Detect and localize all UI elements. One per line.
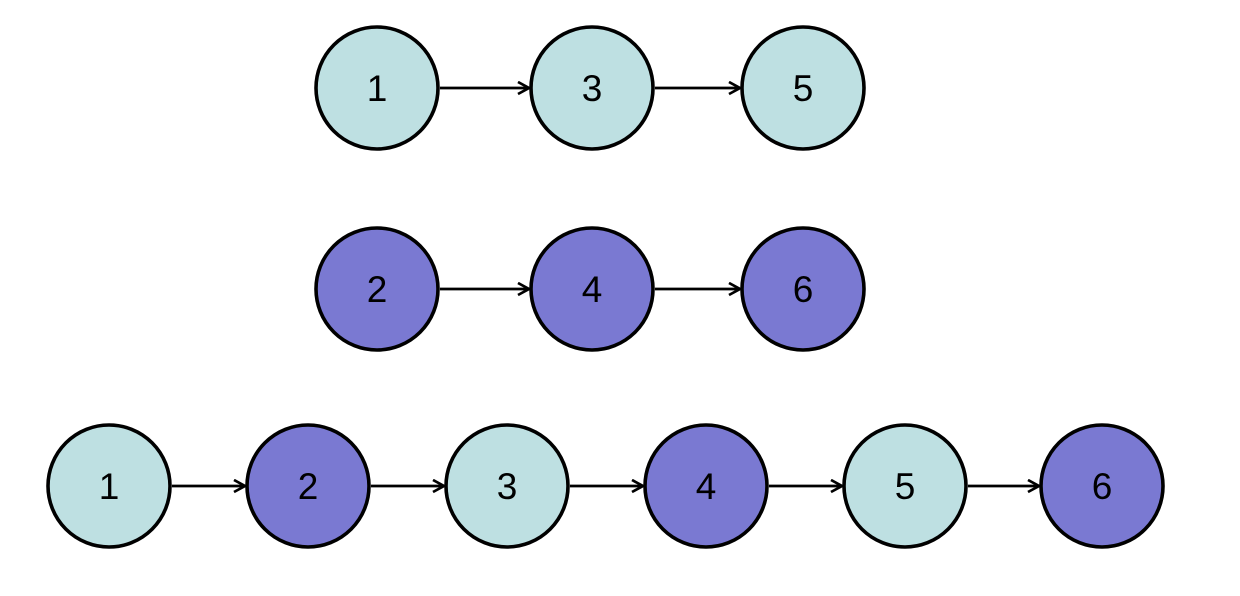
- merged-list-node-3: [444, 423, 570, 549]
- merged-list-node-1: [46, 423, 172, 549]
- odd-list-node-label-1: 1: [367, 68, 388, 109]
- odd-list-group: 1 3 5: [314, 25, 866, 151]
- even-list-node-label-6: 6: [793, 269, 814, 310]
- even-list-node-4: [529, 226, 655, 352]
- odd-list-node-5: [740, 25, 866, 151]
- merged-list-node-4: [643, 423, 769, 549]
- even-list-node-label-4: 4: [582, 269, 603, 310]
- merged-list-node-2: [245, 423, 371, 549]
- merged-list-node-label-3: 3: [497, 466, 518, 507]
- even-list-node-6: [740, 226, 866, 352]
- merged-list-group: 1 2 3 4 5 6: [46, 423, 1165, 549]
- even-list-group: 2 4 6: [314, 226, 866, 352]
- merged-list-node-label-5: 5: [895, 466, 916, 507]
- merged-list-node-label-1: 1: [99, 466, 120, 507]
- merged-list-node-5: [842, 423, 968, 549]
- even-list-node-2: [314, 226, 440, 352]
- even-list-node-label-2: 2: [367, 269, 388, 310]
- odd-list-node-1: [314, 25, 440, 151]
- merged-list-node-label-4: 4: [696, 466, 717, 507]
- merged-list-node-label-2: 2: [298, 466, 319, 507]
- odd-list-node-3: [529, 25, 655, 151]
- merged-list-node-label-6: 6: [1092, 466, 1113, 507]
- odd-list-node-label-5: 5: [793, 68, 814, 109]
- odd-list-node-label-3: 3: [582, 68, 603, 109]
- merged-list-node-6: [1039, 423, 1165, 549]
